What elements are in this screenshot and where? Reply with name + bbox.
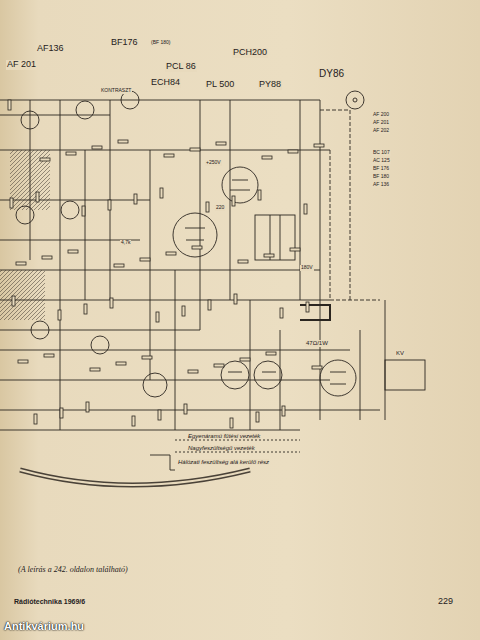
- resistor-symbol: [10, 198, 13, 208]
- figure-caption: (A leírás a 242. oldalon található): [18, 566, 128, 575]
- resistor-symbol: [188, 370, 198, 373]
- part-label: KONTRASZT: [100, 88, 132, 94]
- part-label: AC 125: [372, 158, 391, 164]
- legend-text: Egyenáramú fűtési vezeték: [188, 433, 260, 439]
- resistor-symbol: [280, 308, 283, 318]
- journal-issue: Rádiótechnika 1969/6: [14, 598, 85, 606]
- part-label: PCL 86: [165, 62, 197, 72]
- resistor-symbol: [306, 302, 309, 312]
- part-label: AF 202: [372, 128, 390, 134]
- resistor-symbol: [304, 204, 307, 214]
- resistor-symbol: [164, 154, 174, 157]
- part-label: 220: [215, 205, 225, 211]
- resistor-symbol: [234, 294, 237, 304]
- resistor-symbol: [8, 100, 11, 110]
- resistor-symbol: [312, 366, 322, 369]
- resistor-symbol: [156, 312, 159, 322]
- part-label: AF 200: [372, 112, 390, 118]
- resistor-symbol: [82, 206, 85, 216]
- resistor-symbol: [134, 194, 137, 204]
- resistor-symbol: [182, 306, 185, 316]
- part-label: PCH200: [232, 48, 268, 58]
- part-label: ECH84: [150, 78, 181, 88]
- resistor-symbol: [266, 352, 276, 355]
- part-label: 47Ω/1W: [305, 340, 329, 347]
- part-label: BF 176: [372, 166, 390, 172]
- resistor-symbol: [160, 188, 163, 198]
- resistor-symbol: [116, 362, 126, 365]
- part-label: AF 201: [372, 120, 390, 126]
- resistor-symbol: [208, 300, 211, 310]
- resistor-symbol: [184, 404, 187, 414]
- resistor-symbol: [232, 196, 235, 206]
- resistor-symbol: [230, 418, 233, 428]
- resistor-symbol: [158, 410, 161, 420]
- resistor-symbol: [142, 356, 152, 359]
- page-number: 229: [438, 597, 453, 607]
- resistor-symbol: [262, 156, 272, 159]
- resistor-symbol: [132, 416, 135, 426]
- resistor-symbol: [110, 298, 113, 308]
- part-label: PY88: [258, 80, 282, 90]
- resistor-symbol: [258, 190, 261, 200]
- resistor-symbol: [86, 402, 89, 412]
- resistor-symbol: [60, 408, 63, 418]
- resistor-symbol: [190, 148, 200, 151]
- resistor-symbol: [84, 304, 87, 314]
- resistor-symbol: [282, 406, 285, 416]
- resistor-symbol: [42, 256, 52, 259]
- part-label: KV: [395, 350, 405, 357]
- resistor-symbol: [206, 202, 209, 212]
- resistor-symbol: [192, 246, 202, 249]
- resistor-symbol: [40, 158, 50, 161]
- resistor-symbol: [256, 412, 259, 422]
- resistor-symbol: [214, 364, 224, 367]
- resistor-symbol: [34, 414, 37, 424]
- part-label: AF 136: [372, 182, 390, 188]
- legend-text: Hálózati feszültség alá kerülő rész: [178, 459, 269, 465]
- resistor-symbol: [140, 258, 150, 261]
- resistor-symbol: [290, 248, 300, 251]
- resistor-symbol: [118, 140, 128, 143]
- resistor-symbol: [90, 368, 100, 371]
- resistor-symbol: [92, 146, 102, 149]
- part-label: BC 107: [372, 150, 391, 156]
- legend-text: Nagyfeszültségű vezeték: [188, 445, 255, 451]
- resistor-symbol: [216, 142, 226, 145]
- resistor-symbol: [66, 152, 76, 155]
- resistor-symbol: [314, 144, 324, 147]
- resistor-symbol: [238, 260, 248, 263]
- part-label: 180V: [300, 265, 314, 271]
- part-label: (BF 180): [150, 40, 171, 46]
- resistor-symbol: [44, 354, 54, 357]
- resistor-symbol: [108, 200, 111, 210]
- part-label: PL 500: [205, 80, 235, 90]
- resistor-symbol: [288, 150, 298, 153]
- part-label: BF 180: [372, 174, 390, 180]
- resistor-symbol: [18, 360, 28, 363]
- part-label: AF 201: [6, 60, 37, 70]
- part-label: AF136: [36, 44, 65, 54]
- resistor-symbol: [36, 192, 39, 202]
- part-label: DY86: [318, 68, 345, 79]
- resistor-symbol: [114, 264, 124, 267]
- watermark: Antikvárium.hu: [4, 620, 84, 632]
- part-label: BF176: [110, 38, 139, 48]
- part-label: +250V: [205, 160, 222, 166]
- resistor-symbol: [58, 310, 61, 320]
- resistor-symbol: [16, 262, 26, 265]
- resistor-symbol: [264, 254, 274, 257]
- resistor-symbol: [12, 296, 15, 306]
- resistor-symbol: [240, 358, 250, 361]
- resistor-symbol: [68, 250, 78, 253]
- part-label: 4,7k: [120, 240, 131, 246]
- resistor-symbol: [166, 252, 176, 255]
